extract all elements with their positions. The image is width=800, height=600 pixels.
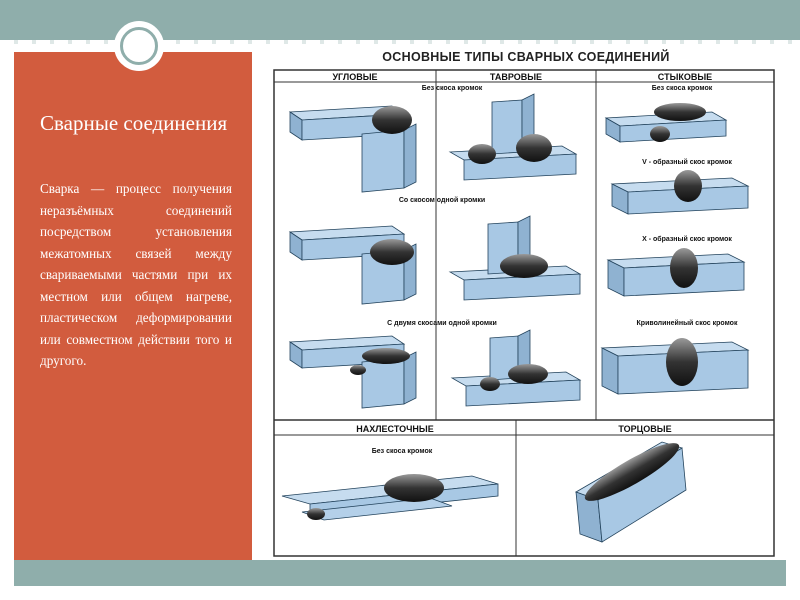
- tee-joint-2: [448, 215, 582, 301]
- slide-title: Сварные соединения: [40, 111, 228, 135]
- note-x-groove: X - образный скос кромок: [642, 236, 732, 243]
- column-header-corner: УГЛОВЫЕ: [332, 72, 378, 82]
- note-v-groove: V - образный скос кромок: [642, 159, 732, 166]
- slide-ornament-circle-icon: [114, 21, 164, 71]
- top-band-divider: [0, 40, 800, 44]
- column-header-edge: ТОРЦОВЫЕ: [618, 424, 672, 434]
- note-single-bevel: Со скосом одной кромки: [398, 197, 486, 204]
- note-no-bevel-butt: Без скоса кромок: [651, 85, 713, 92]
- column-header-tee: ТАВРОВЫЕ: [489, 72, 543, 82]
- poster-title: ОСНОВНЫЕ ТИПЫ СВАРНЫХ СОЕДИНЕНИЙ: [382, 50, 670, 64]
- corner-joint-1: [288, 105, 417, 193]
- note-no-bevel-top: Без скоса кромок: [421, 85, 483, 92]
- edge-joint: [575, 441, 687, 543]
- bottom-band: [14, 560, 786, 586]
- note-double-bevel: С двумя скосами одной кромки: [387, 320, 497, 327]
- tee-joint-1: [448, 93, 578, 181]
- poster-illustration: [273, 69, 775, 557]
- sidebar-panel: Сварные соединения Сварка — процесс полу…: [14, 52, 252, 560]
- butt-joint-no-bevel: [604, 103, 728, 143]
- poster-frame: [273, 69, 775, 557]
- column-header-butt: СТЫКОВЫЕ: [657, 72, 713, 82]
- column-header-lap: НАХЛЕСТОЧНЫЕ: [356, 424, 434, 434]
- corner-joint-3: [288, 335, 417, 409]
- note-no-bevel-lap: Без скоса кромок: [371, 448, 433, 455]
- note-curved-bevel: Криволинейный скос кромок: [636, 320, 738, 327]
- tee-joint-3: [450, 329, 582, 407]
- lap-joint: [281, 474, 499, 521]
- weld-types-poster: ОСНОВНЫЕ ТИПЫ СВАРНЫХ СОЕДИНЕНИЙ УГЛОВЫЕ…: [262, 44, 786, 560]
- slide-body-text: Сварка — процесс получения неразъёмных с…: [40, 181, 232, 368]
- butt-joint-curved-bevel: [600, 338, 750, 395]
- butt-joint-x-groove: [606, 248, 746, 297]
- butt-joint-v-groove: [610, 170, 750, 215]
- corner-joint-2: [288, 225, 417, 305]
